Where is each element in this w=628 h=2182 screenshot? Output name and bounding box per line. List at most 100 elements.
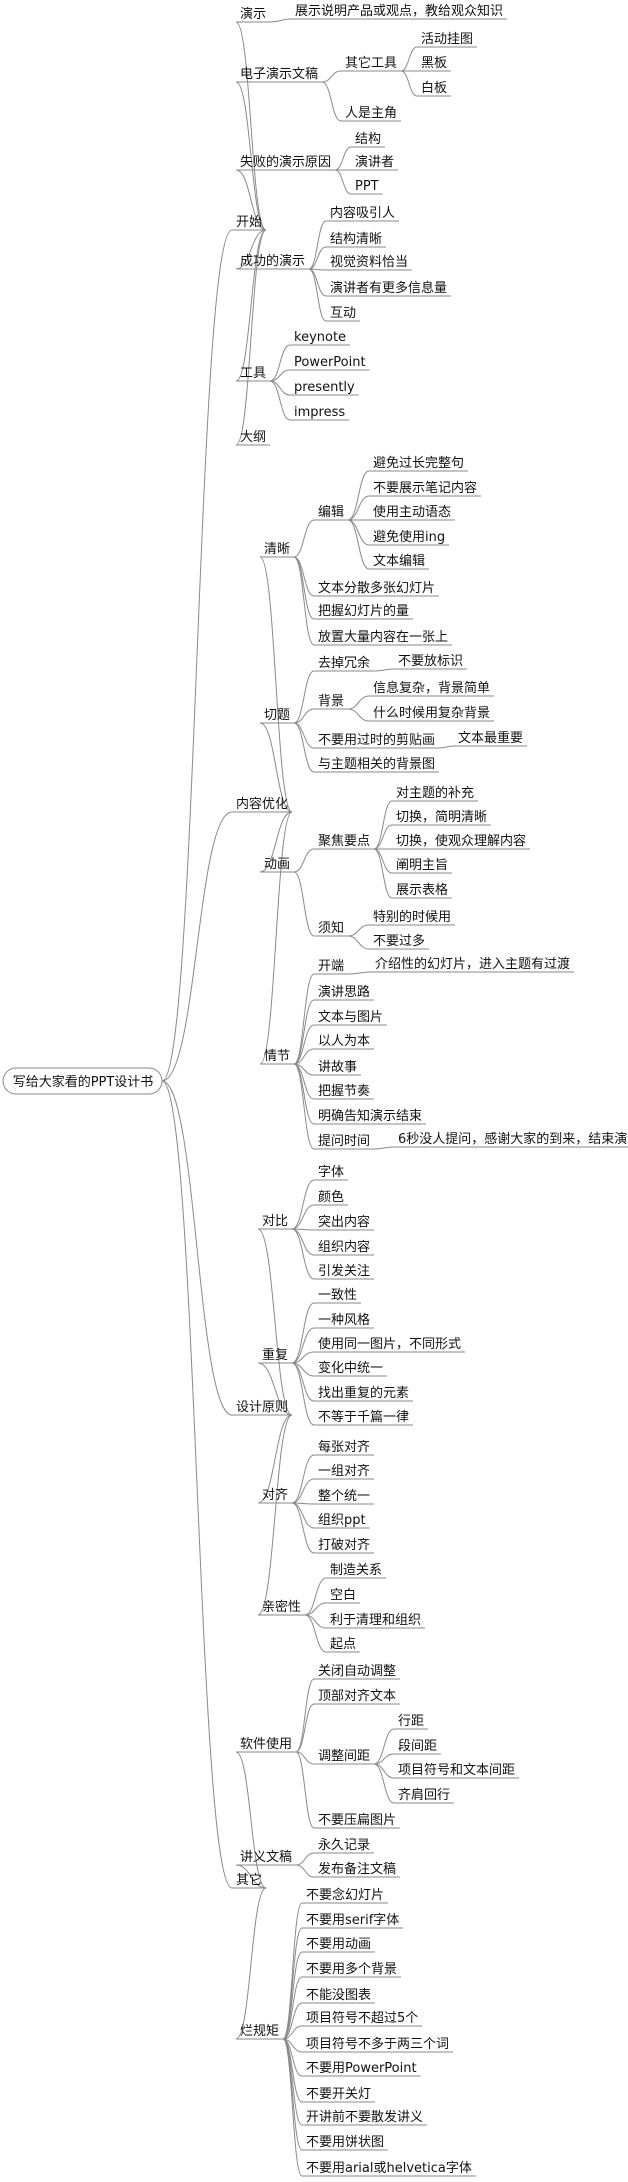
node-label: 亲密性 <box>262 1599 301 1615</box>
mind-map-node: 聚焦要点 <box>314 834 375 850</box>
node-label: 介绍性的幻灯片，进入主题有过渡 <box>375 956 570 972</box>
mind-map-node: 使用主动语态 <box>369 504 456 521</box>
mind-map-node: 演讲者有更多信息量 <box>326 280 452 297</box>
mind-map-node: 文本与图片 <box>314 1010 388 1026</box>
mind-map-node: 文本编辑 <box>369 554 430 570</box>
connector-line <box>308 220 327 270</box>
node-label: 活动挂图 <box>421 32 473 47</box>
mind-map-node: 工具 <box>236 366 271 382</box>
node-label: 失败的演示原因 <box>240 154 331 170</box>
connector-line <box>293 556 315 646</box>
connector-line <box>348 971 372 975</box>
node-label: 文本编辑 <box>373 554 425 569</box>
mind-map-node: 使用同一图片，不同形式 <box>314 1336 466 1353</box>
mind-map-node: 齐肩回行 <box>394 1787 455 1804</box>
mind-map-node: 视觉资料恰当 <box>326 255 413 271</box>
connector-line <box>293 556 315 620</box>
node-label: 信息复杂，背景简单 <box>373 680 490 696</box>
mind-map-node: 项目符号不多于两三个词 <box>302 2036 454 2053</box>
node-label: 烂规矩 <box>240 2024 279 2039</box>
mind-map-node: 一种风格 <box>314 1312 375 1329</box>
mind-map-node: 对齐 <box>258 1487 293 1504</box>
mind-map-node: impress <box>290 405 350 421</box>
root-node-box <box>2 1067 163 1095</box>
mind-map-node: 字体 <box>314 1165 349 1181</box>
mind-map-node: 利于清理和组织 <box>326 1613 426 1629</box>
node-label: 一组对齐 <box>318 1463 370 1479</box>
mind-map-node: PowerPoint <box>290 355 370 371</box>
mind-map-node: 开始 <box>232 215 267 231</box>
node-label: 不要用过时的剪贴画 <box>318 732 435 748</box>
node-label: 开端 <box>318 959 344 974</box>
mind-map-node: 人是主角 <box>341 106 402 122</box>
mind-map-node: 不要用多个背景 <box>302 1961 402 1978</box>
connector-line <box>295 1751 315 1765</box>
mind-map-node: 突出内容 <box>314 1214 375 1231</box>
connector-line <box>295 1678 315 1753</box>
node-label: 电子演示文稿 <box>240 66 318 82</box>
node-label: 不要过多 <box>373 933 425 949</box>
mind-map-node: 不要用PowerPoint <box>302 2061 421 2077</box>
node-label: 特别的时候用 <box>373 909 451 925</box>
mind-map-node: 开端 <box>314 959 349 975</box>
mind-map-node: 调整间距 <box>314 1749 375 1765</box>
node-label: 把握节奏 <box>318 1084 370 1099</box>
connector-line <box>291 1362 315 1426</box>
node-label: 不要用饼状图 <box>306 2135 384 2150</box>
mind-map-node: 项目符号和文本间距 <box>394 1762 520 1779</box>
connector-line <box>308 268 327 322</box>
mind-map-node: 制造关系 <box>326 1563 387 1579</box>
connector-line <box>269 369 291 382</box>
connector-line <box>295 1751 315 1829</box>
node-label: 切换，使观众理解内容 <box>396 833 526 849</box>
connector-line <box>373 848 393 899</box>
mind-map-node: 讲义文稿 <box>236 1849 297 1866</box>
node-label: 放置大量内容在一张上 <box>318 629 448 645</box>
connector-line <box>269 344 291 382</box>
node-label: 须知 <box>318 920 344 936</box>
node-label: 背景 <box>318 694 344 709</box>
node-label: 演讲思路 <box>318 984 370 1000</box>
mind-map-node: 顶部对齐文本 <box>314 1688 401 1705</box>
node-label: 不要用arial或helvetica字体 <box>306 2161 472 2176</box>
connector-line <box>439 745 455 749</box>
mind-map-node: 不要压扁图片 <box>314 1813 401 1829</box>
mind-map-node: 软件使用 <box>236 1736 297 1753</box>
root-node: 写给大家看的PPT设计书 <box>2 1067 163 1095</box>
mind-map-node: 切换，简明清晰 <box>392 809 492 826</box>
mind-map-node: 开讲前不要散发讲义 <box>302 2109 428 2126</box>
connector-line <box>347 470 370 521</box>
mind-map-node: 去掉冗余 <box>314 655 375 672</box>
node-label: 清晰 <box>264 542 290 557</box>
connector-line <box>161 229 233 1082</box>
connector-line <box>235 1887 267 2040</box>
connector-line <box>291 1204 315 1230</box>
node-label: 项目符号不超过5个 <box>306 2010 418 2026</box>
node-label: 互动 <box>330 306 356 321</box>
mind-map-node: 互动 <box>326 306 361 322</box>
node-label: 不要压扁图片 <box>318 1813 396 1828</box>
mind-map-node: 空白 <box>326 1587 361 1604</box>
node-label: 人是主角 <box>345 106 397 121</box>
mind-map-node: 切换，使观众理解内容 <box>392 833 531 850</box>
mind-map-node: 阐明主旨 <box>392 858 453 874</box>
node-label: 情节 <box>264 1049 290 1064</box>
connector-line <box>400 46 418 72</box>
node-label: 阐明主旨 <box>396 858 448 873</box>
node-label: 不等于千篇一律 <box>318 1409 409 1425</box>
mind-map-node: 不要念幻灯片 <box>302 1887 389 1904</box>
node-label: impress <box>294 405 345 420</box>
node-label: 不要用多个背景 <box>306 1961 397 1977</box>
node-label: 内容吸引人 <box>330 205 395 221</box>
mind-map-node: 不要用serif字体 <box>302 1913 404 1929</box>
node-label: 关闭自动调整 <box>318 1664 396 1679</box>
connector-line <box>235 1864 267 1889</box>
connector-line <box>304 1602 327 1616</box>
node-label: 演讲者 <box>355 154 394 170</box>
connector-line <box>374 668 395 672</box>
connector-line <box>347 695 370 710</box>
connector-line <box>291 1302 315 1364</box>
node-label: 组织内容 <box>318 1239 370 1255</box>
connector-line <box>374 1146 395 1150</box>
